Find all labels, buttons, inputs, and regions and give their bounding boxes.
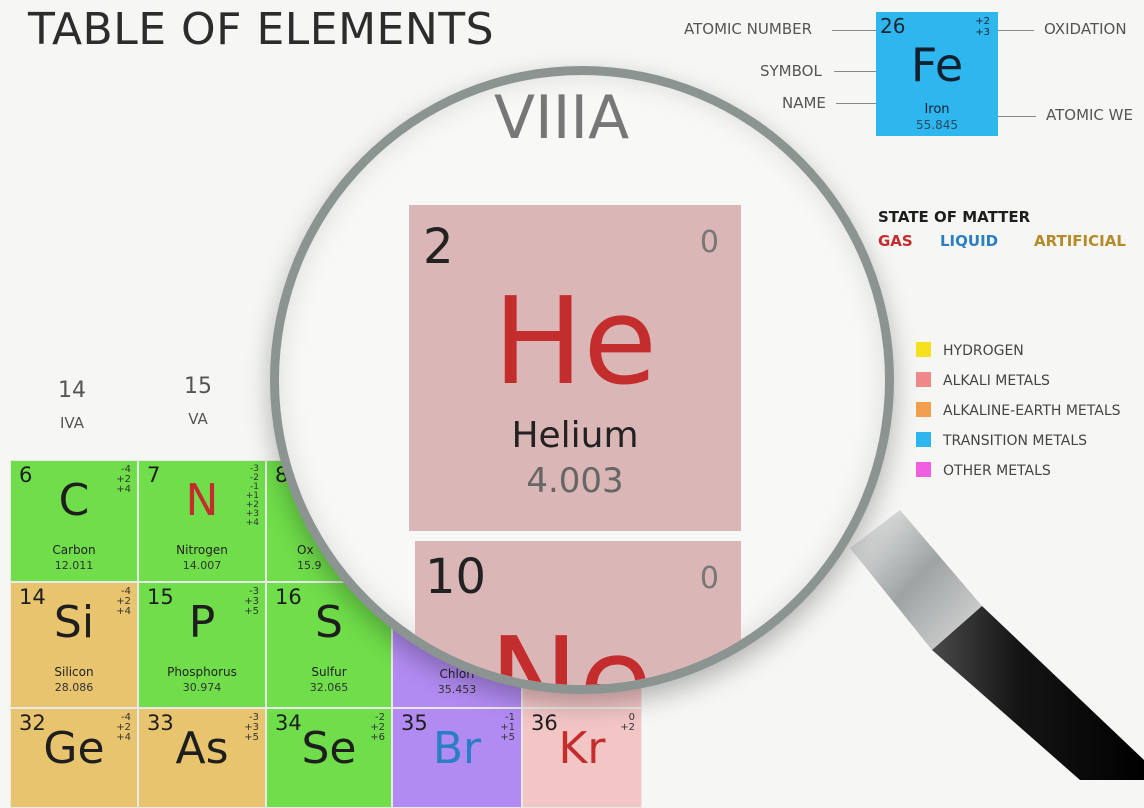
legend-swatch	[916, 372, 931, 387]
element-number: 7	[147, 463, 161, 487]
element-symbol: Ge	[43, 723, 105, 774]
element-name: Silicon	[54, 665, 94, 679]
state-artificial: ARTIFICIAL	[1034, 232, 1126, 250]
magnifier-handle	[850, 510, 1144, 780]
element-symbol: P	[188, 597, 216, 648]
element-number: 34	[275, 711, 302, 735]
element-number: 16	[275, 585, 302, 609]
handle-grip	[932, 606, 1144, 780]
element-name: Carbon	[52, 543, 96, 557]
element-weight: 28.086	[54, 681, 94, 694]
state-gas: GAS	[878, 232, 913, 250]
element-symbol: Ne	[489, 613, 653, 694]
element-symbol: C	[58, 475, 90, 526]
element-weight: 30.974	[182, 681, 222, 694]
magnified-group-label: VIIIA	[494, 83, 630, 153]
element-symbol: Si	[53, 597, 95, 648]
element-weight: 32.065	[309, 681, 349, 694]
key-label-name: NAME	[782, 94, 826, 112]
element-oxidation: -3 -2 -1 +1 +2 +3 +4	[245, 464, 259, 528]
element-oxidation: -3 +3 +5	[244, 712, 259, 743]
element-tile-carbon: 6 -4 +2 +4 C Carbon 12.011	[10, 460, 138, 582]
element-oxidation: 0 +2	[620, 712, 635, 733]
element-symbol: S	[315, 597, 343, 648]
key-element-tile: 26 +2 +3 Fe Iron 55.845	[876, 12, 998, 136]
legend-item-hydrogen: HYDROGEN	[916, 342, 1024, 359]
element-name: Nitrogen	[176, 543, 228, 557]
element-name: Phosphorus	[167, 665, 237, 679]
key-label-atomic-number: ATOMIC NUMBER	[684, 20, 813, 38]
element-name: Ox	[297, 543, 314, 557]
legend-item-alkaline-earth-metals: ALKALINE-EARTH METALS	[916, 402, 1121, 419]
element-number: 32	[19, 711, 46, 735]
element-weight: 15.9	[297, 559, 322, 572]
magnified-neon-tile: 10 0 Ne	[415, 541, 741, 694]
element-number: 36	[531, 711, 558, 735]
key-line	[998, 116, 1036, 117]
element-weight: 14.007	[182, 559, 222, 572]
element-number: 35	[401, 711, 428, 735]
legend-item-transition-metals: TRANSITION METALS	[916, 432, 1087, 449]
key-element-symbol: Fe	[910, 38, 964, 92]
element-weight: 35.453	[437, 683, 477, 696]
element-oxidation: -3 +3 +5	[244, 586, 259, 617]
element-number: 15	[147, 585, 174, 609]
key-label-symbol: SYMBOL	[760, 62, 822, 80]
group-roman-va: VA	[188, 410, 208, 428]
key-line	[836, 103, 876, 104]
element-oxidation: 0	[699, 561, 719, 596]
element-symbol: N	[185, 475, 219, 526]
element-weight: 4.003	[526, 461, 624, 501]
legend-item-other-metals: OTHER METALS	[916, 462, 1051, 479]
group-number-14: 14	[58, 378, 86, 403]
state-liquid: LIQUID	[940, 232, 999, 250]
element-oxidation: 0	[699, 225, 719, 260]
element-symbol: Br	[432, 723, 482, 774]
element-oxidation: -4 +2 +4	[116, 712, 131, 743]
magnifying-glass: VIIIA 2 0 He Helium 4.003 10 0 Ne	[270, 66, 894, 694]
magnifier-lens: VIIIA 2 0 He Helium 4.003 10 0 Ne	[270, 66, 894, 694]
key-element-name: Iron	[924, 102, 950, 117]
legend-swatch	[916, 402, 931, 417]
element-symbol: As	[175, 723, 229, 774]
element-symbol: Se	[301, 723, 357, 774]
element-oxidation: -1 +1 +5	[500, 712, 515, 743]
key-element-weight: 55.845	[916, 118, 958, 132]
legend-swatch	[916, 342, 931, 357]
key-line	[832, 30, 876, 31]
element-tile-phosphorus: 15 -3 +3 +5 P Phosphorus 30.974	[138, 582, 266, 708]
legend-item-alkali-metals: ALKALI METALS	[916, 372, 1050, 389]
element-symbol: Kr	[558, 723, 606, 774]
element-symbol: He	[492, 273, 658, 412]
key-line	[834, 71, 876, 72]
key-label-atomic-weight: ATOMIC WE	[1046, 106, 1133, 124]
magnified-helium-tile: 2 0 He Helium 4.003	[409, 205, 741, 531]
element-oxidation: -4 +2 +4	[116, 586, 131, 617]
element-number: 10	[425, 549, 487, 605]
element-tile-silicon: 14 -4 +2 +4 Si Silicon 28.086	[10, 582, 138, 708]
key-element-number: 26	[880, 14, 906, 38]
legend-swatch	[916, 432, 931, 447]
element-number: 14	[19, 585, 46, 609]
group-roman-iva: IVA	[60, 414, 84, 432]
element-number: 6	[19, 463, 33, 487]
legend-swatch	[916, 462, 931, 477]
element-weight: 12.011	[54, 559, 94, 572]
key-element-oxidation: +2 +3	[975, 16, 990, 38]
element-oxidation: -4 +2 +4	[116, 464, 131, 495]
element-number: 33	[147, 711, 174, 735]
element-name: Helium	[511, 415, 639, 456]
element-number: 2	[423, 219, 454, 275]
state-of-matter-title: STATE OF MATTER	[878, 208, 1031, 226]
key-label-oxidation: OXIDATION	[1044, 20, 1127, 38]
page-title: TABLE OF ELEMENTS	[28, 4, 495, 55]
element-oxidation: -2 +2 +6	[370, 712, 385, 743]
group-number-15: 15	[184, 374, 212, 399]
element-tile-nitrogen: 7 -3 -2 -1 +1 +2 +3 +4 N Nitrogen 14.007	[138, 460, 266, 582]
element-name: Sulfur	[311, 665, 347, 679]
key-line	[998, 30, 1034, 31]
handle-ferrule	[850, 510, 982, 650]
